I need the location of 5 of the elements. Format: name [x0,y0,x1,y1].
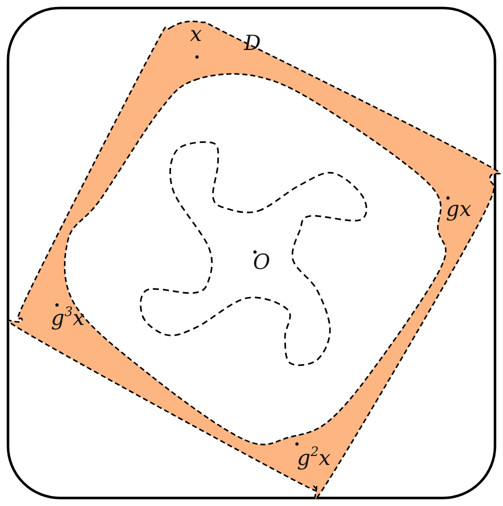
point-label: gx [446,199,472,220]
origin-label: O [253,252,270,273]
point-label: g$^{2}$x [297,448,331,469]
point-label: g$^{3}$x [51,308,85,329]
point-label: x [190,24,202,45]
